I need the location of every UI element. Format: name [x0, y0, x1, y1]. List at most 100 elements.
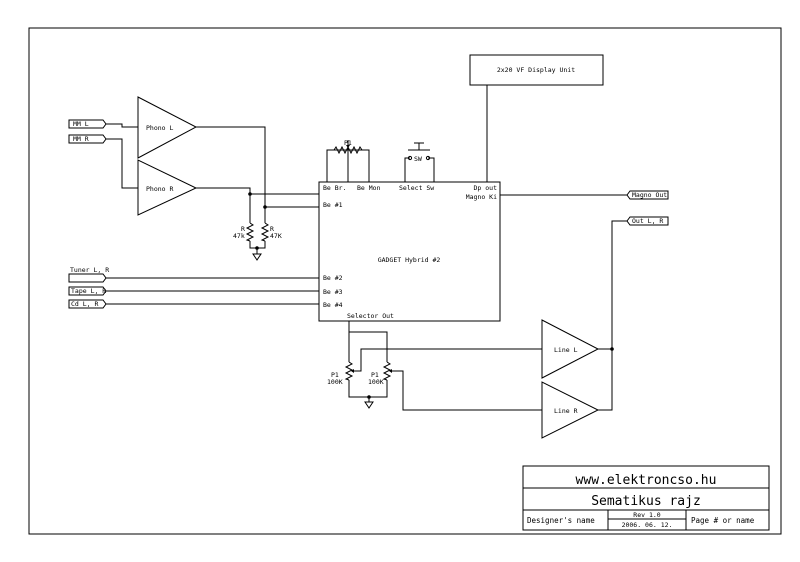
pin-be-br: Be Br.: [323, 184, 346, 192]
pin-be3: Be #3: [323, 288, 343, 296]
wire-selector-out: [348, 321, 388, 362]
sheet-border: [28, 27, 782, 535]
wire-sw-left: [404, 157, 410, 182]
port-tape-shape: [68, 286, 107, 296]
amp-line-l: Line L: [541, 319, 600, 379]
port-cd-label: Cd L, R: [71, 300, 98, 308]
vf-display-label: 2x20 VF Display Unit: [497, 66, 575, 74]
resistor-right: R 47K: [260, 222, 282, 242]
pot-p1-a-label: P1: [331, 371, 339, 379]
wire-pot1-wiper: [354, 348, 542, 372]
pin-be1: Be #1: [323, 201, 343, 209]
port-magno-out-label: Magno Out: [632, 191, 667, 199]
resistor-right-label: R: [270, 225, 274, 233]
port-tape: Tape L, R: [68, 286, 107, 296]
pot-p1-top-arrow: [346, 145, 350, 148]
port-out-lr-label: Out L, R: [632, 217, 663, 225]
pot-p1-b-arrow: [389, 369, 392, 373]
junction-3: [255, 246, 259, 250]
wire-out-bus: [598, 220, 627, 350]
title-website: www.elektroncso.hu: [576, 473, 717, 488]
wire-mm-r: [106, 138, 138, 189]
wire-mm-l: [106, 123, 138, 128]
sw-contact-right: [425, 155, 431, 161]
title-rev: Rev 1.0: [633, 511, 660, 519]
amp-line-r-label: Line R: [554, 407, 578, 415]
pin-be2: Be #2: [323, 274, 343, 282]
title-date: 2006. 06. 12.: [622, 521, 673, 529]
port-mm-l-shape: [68, 119, 107, 129]
amp-phono-r: Phono R: [137, 159, 198, 216]
resistor-left-label: R: [241, 225, 245, 233]
pot-p1-b-zigzag: [382, 361, 392, 381]
sw-label: SW: [414, 155, 422, 163]
port-magno-out: Magno Out: [626, 190, 669, 200]
port-mm-r-label: MM R: [73, 135, 89, 143]
pot-p1-a-zigzag: [344, 361, 354, 381]
pot-p1-b-label: P1: [371, 371, 379, 379]
pot-p1-b: P1 100K: [368, 361, 392, 386]
pin-dp-out: Dp out: [474, 184, 498, 192]
junction-1: [248, 192, 252, 196]
pot-p1-a: P1 100K: [327, 361, 354, 386]
port-out-lr-shape: [626, 216, 669, 226]
port-tuner: Tuner L, R: [68, 266, 109, 283]
port-tape-label: Tape L, R: [71, 287, 106, 295]
vf-display-box: [469, 54, 604, 86]
switch-sw: SW: [407, 142, 431, 163]
resistor-right-zigzag: [260, 222, 270, 242]
title-page: Page # or name: [691, 516, 755, 525]
pin-selector-out: Selector Out: [347, 312, 394, 320]
port-magno-out-shape: [626, 190, 669, 200]
resistor-left-value: 47k: [233, 232, 245, 240]
port-mm-l: MM L: [68, 119, 107, 129]
wires: [106, 123, 627, 411]
vf-display-unit: 2x20 VF Display Unit: [469, 54, 604, 86]
amp-line-l-label: Line L: [554, 346, 578, 354]
title-block-frame: [522, 465, 770, 531]
ground-symbol-2: [364, 401, 374, 409]
wire-phono-l-out: [196, 126, 319, 208]
sw-contact-left: [407, 155, 413, 161]
title-designer: Designer's name: [527, 516, 595, 525]
port-cd-shape: [68, 299, 107, 309]
junction-2: [263, 205, 267, 209]
port-tuner-label: Tuner L, R: [70, 266, 109, 274]
pot-p1-b-value: 100K: [368, 378, 384, 386]
wire-phono-r-out: [196, 187, 319, 195]
resistor-left-zigzag: [245, 222, 255, 242]
title-block: www.elektroncso.hu Sematikus rajz Design…: [522, 465, 770, 531]
amp-line-r: Line R: [541, 381, 600, 439]
port-cd: Cd L, R: [68, 299, 107, 309]
chip-title: GADGET Hybrid #2: [378, 256, 441, 264]
pin-magno-ki: Magno Ki: [466, 193, 497, 201]
pin-select-sw: Select Sw: [399, 184, 434, 192]
resistor-left: R 47k: [233, 222, 255, 242]
pin-be-mon: Be Mon: [357, 184, 381, 192]
amp-phono-r-label: Phono R: [146, 185, 173, 193]
chip-gadget-hybrid: GADGET Hybrid #2 Be Br. Be Mon Select Sw…: [318, 181, 501, 322]
junction-4: [367, 395, 371, 399]
wire-line-r-out: [598, 349, 613, 411]
port-mm-r-shape: [68, 134, 107, 144]
amp-phono-l: Phono L: [137, 96, 198, 159]
resistor-right-value: 47K: [270, 232, 282, 240]
junction-5: [610, 347, 614, 351]
port-tuner-shape: [68, 273, 107, 283]
pin-be4: Be #4: [323, 301, 343, 309]
port-mm-l-label: MM L: [73, 120, 89, 128]
title-name: Sematikus rajz: [591, 494, 701, 509]
junctions: [248, 192, 614, 399]
port-mm-r: MM R: [68, 134, 107, 144]
pot-p1-top-label: P1: [344, 139, 352, 147]
pot-p1-top: P1: [333, 139, 363, 155]
pot-p1-a-arrow: [351, 369, 354, 373]
pot-p1-a-value: 100K: [327, 378, 343, 386]
amp-phono-l-label: Phono L: [146, 124, 173, 132]
chip-body: [318, 181, 501, 322]
ground-symbol-1: [252, 253, 262, 261]
wire-sw-right: [428, 157, 435, 182]
wire-pot2-wiper: [392, 370, 542, 411]
port-out-lr: Out L, R: [626, 216, 669, 226]
